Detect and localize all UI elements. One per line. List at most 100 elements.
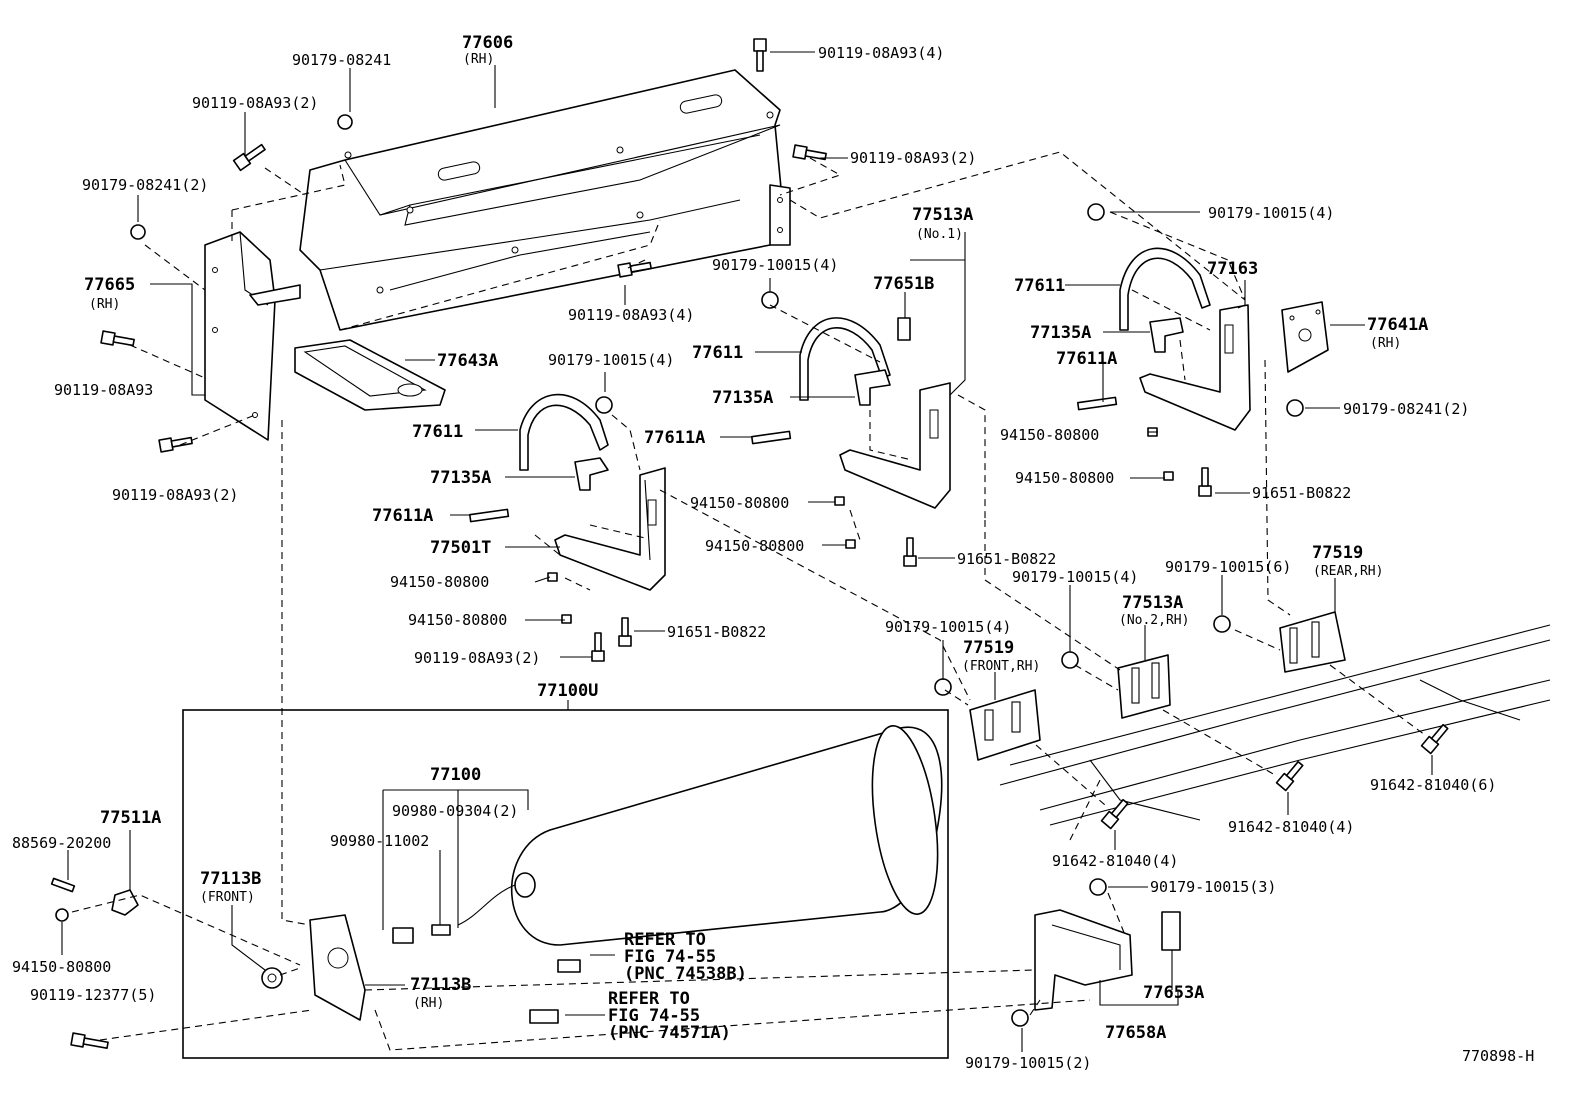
- label-90179-08241-2: 90179-08241(2): [82, 176, 208, 194]
- label-77651B: 77651B: [873, 274, 934, 294]
- label-90179-10015-4-e: 90179-10015(4): [885, 618, 1011, 636]
- label-91642-81040-4-a: 91642-81040(4): [1228, 818, 1354, 836]
- label-77113B-rh-sub: (RH): [413, 996, 444, 1011]
- strap-77611-left: [519, 393, 609, 471]
- label-77135A-b: 77135A: [712, 388, 773, 408]
- strap-77611-right: [1119, 247, 1211, 331]
- label-77113B-front-sub: (FRONT): [200, 890, 255, 905]
- label-77163: 77163: [1207, 259, 1258, 279]
- label-90119-08A93-2-c: 90119-08A93(2): [112, 486, 238, 504]
- label-94150-80800-a: 94150-80800: [390, 573, 489, 591]
- label-77611-b: 77611: [692, 343, 743, 363]
- label-77135A-a: 77135A: [430, 468, 491, 488]
- label-77665-rh: (RH): [89, 297, 120, 312]
- strap-77611-mid: [799, 317, 891, 401]
- label-77511A: 77511A: [100, 808, 161, 828]
- label-90119-08A93-4-top: 90119-08A93(4): [818, 44, 944, 62]
- label-91642-81040-4-b: 91642-81040(4): [1052, 852, 1178, 870]
- label-77665: 77665: [84, 275, 135, 295]
- label-77100U: 77100U: [537, 681, 598, 701]
- label-88569-20200: 88569-20200: [12, 834, 111, 852]
- label-90119-08A93-2-d: 90119-08A93(2): [414, 649, 540, 667]
- label-91651-B0822-c: 91651-B0822: [1252, 484, 1351, 502]
- refer1-line1: REFER TO: [624, 930, 706, 950]
- label-77658A: 77658A: [1105, 1023, 1166, 1043]
- label-77513A-no1: 77513A: [912, 205, 973, 225]
- label-90119-08A93: 90119-08A93: [54, 381, 153, 399]
- label-94150-80800-c: 94150-80800: [690, 494, 789, 512]
- label-77611A-c: 77611A: [1056, 349, 1117, 369]
- label-94150-80800-e: 94150-80800: [1000, 426, 1099, 444]
- label-77519-rear: 77519: [1312, 543, 1363, 563]
- label-77513A-no1-sub: (No.1): [916, 227, 963, 242]
- refer1-line3: (PNC 74538B): [624, 964, 747, 984]
- leader-lines: [61, 51, 1433, 1052]
- label-77641A: 77641A: [1367, 315, 1428, 335]
- label-77513A-no2-sub: (No.2,RH): [1119, 613, 1189, 628]
- label-77653A: 77653A: [1143, 983, 1204, 1003]
- label-90179-08241-2-r: 90179-08241(2): [1343, 400, 1469, 418]
- label-77519-front: 77519: [963, 638, 1014, 658]
- label-77519-front-sub: (FRONT,RH): [962, 659, 1040, 674]
- diagram-id: 770898-H: [1462, 1047, 1534, 1065]
- tank-assembly-box: [182, 709, 949, 1059]
- refer2-line2: FIG 74-55: [608, 1006, 700, 1026]
- fasteners: [70, 38, 1449, 1049]
- label-90980-11002: 90980-11002: [330, 832, 429, 850]
- label-77611-a: 77611: [412, 422, 463, 442]
- label-90179-10015-4-c: 90179-10015(4): [1208, 204, 1334, 222]
- label-77501T: 77501T: [430, 538, 491, 558]
- label-77606: 77606: [462, 33, 513, 53]
- clip-77511A: [50, 877, 139, 922]
- label-90179-10015-4-b: 90179-10015(4): [712, 256, 838, 274]
- label-90119-08A93-4-mid: 90119-08A93(4): [568, 306, 694, 324]
- label-90179-10015-3: 90179-10015(3): [1150, 878, 1276, 896]
- label-91651-B0822-a: 91651-B0822: [667, 623, 766, 641]
- refer2-line1: REFER TO: [608, 989, 690, 1009]
- label-77611A-b: 77611A: [644, 428, 705, 448]
- label-77100: 77100: [430, 765, 481, 785]
- label-90179-10015-2: 90179-10015(2): [965, 1054, 1091, 1072]
- tank-77100: [457, 725, 943, 946]
- label-77641A-rh: (RH): [1370, 336, 1401, 351]
- plate-77643A: [294, 339, 446, 411]
- bracket-77519-front: [969, 689, 1041, 761]
- label-77113B-rh: 77113B: [410, 975, 471, 995]
- label-77113B-front: 77113B: [200, 869, 261, 889]
- label-90179-10015-6: 90179-10015(6): [1165, 558, 1291, 576]
- label-90179-10015-4-d: 90179-10015(4): [1012, 568, 1138, 586]
- label-90119-08A93-2-b: 90119-08A93(2): [850, 149, 976, 167]
- label-90179-10015-4-a: 90179-10015(4): [548, 351, 674, 369]
- label-91651-B0822-b: 91651-B0822: [957, 550, 1056, 568]
- bracket-77513A-no1: [839, 317, 951, 509]
- refer2-line3: (PNC 74571A): [608, 1023, 731, 1043]
- label-77519-rear-sub: (REAR,RH): [1313, 564, 1383, 579]
- label-94150-80800-b: 94150-80800: [408, 611, 507, 629]
- cover-77606: [299, 69, 791, 331]
- refer1-line2: FIG 74-55: [624, 947, 716, 967]
- label-94150-80800-d: 94150-80800: [705, 537, 804, 555]
- label-77611A-a: 77611A: [372, 506, 433, 526]
- bracket-77658A: [1034, 909, 1181, 1011]
- bracket-77641A: [1281, 301, 1329, 373]
- frame-rail: [999, 624, 1551, 841]
- label-90179-08241: 90179-08241: [292, 51, 391, 69]
- label-90980-09304-2: 90980-09304(2): [392, 802, 518, 820]
- assembly-lines: [71, 151, 1426, 1051]
- panel-77665: [204, 231, 301, 441]
- bracket-77163: [1139, 304, 1251, 431]
- label-94150-80800-h: 94150-80800: [12, 958, 111, 976]
- bracket-77519-rear: [1279, 611, 1346, 673]
- label-94150-80800-f: 94150-80800: [1015, 469, 1114, 487]
- label-77611-c: 77611: [1014, 276, 1065, 296]
- bracket-77501T: [554, 457, 666, 591]
- label-77643A: 77643A: [437, 351, 498, 371]
- bracket-77113B: [261, 914, 366, 1021]
- label-77606-rh: (RH): [463, 52, 494, 67]
- label-77513A-no2: 77513A: [1122, 593, 1183, 613]
- bracket-77513A-no2: [1117, 654, 1171, 719]
- label-90119-12377-5: 90119-12377(5): [30, 986, 156, 1004]
- label-77135A-c: 77135A: [1030, 323, 1091, 343]
- label-91642-81040-6: 91642-81040(6): [1370, 776, 1496, 794]
